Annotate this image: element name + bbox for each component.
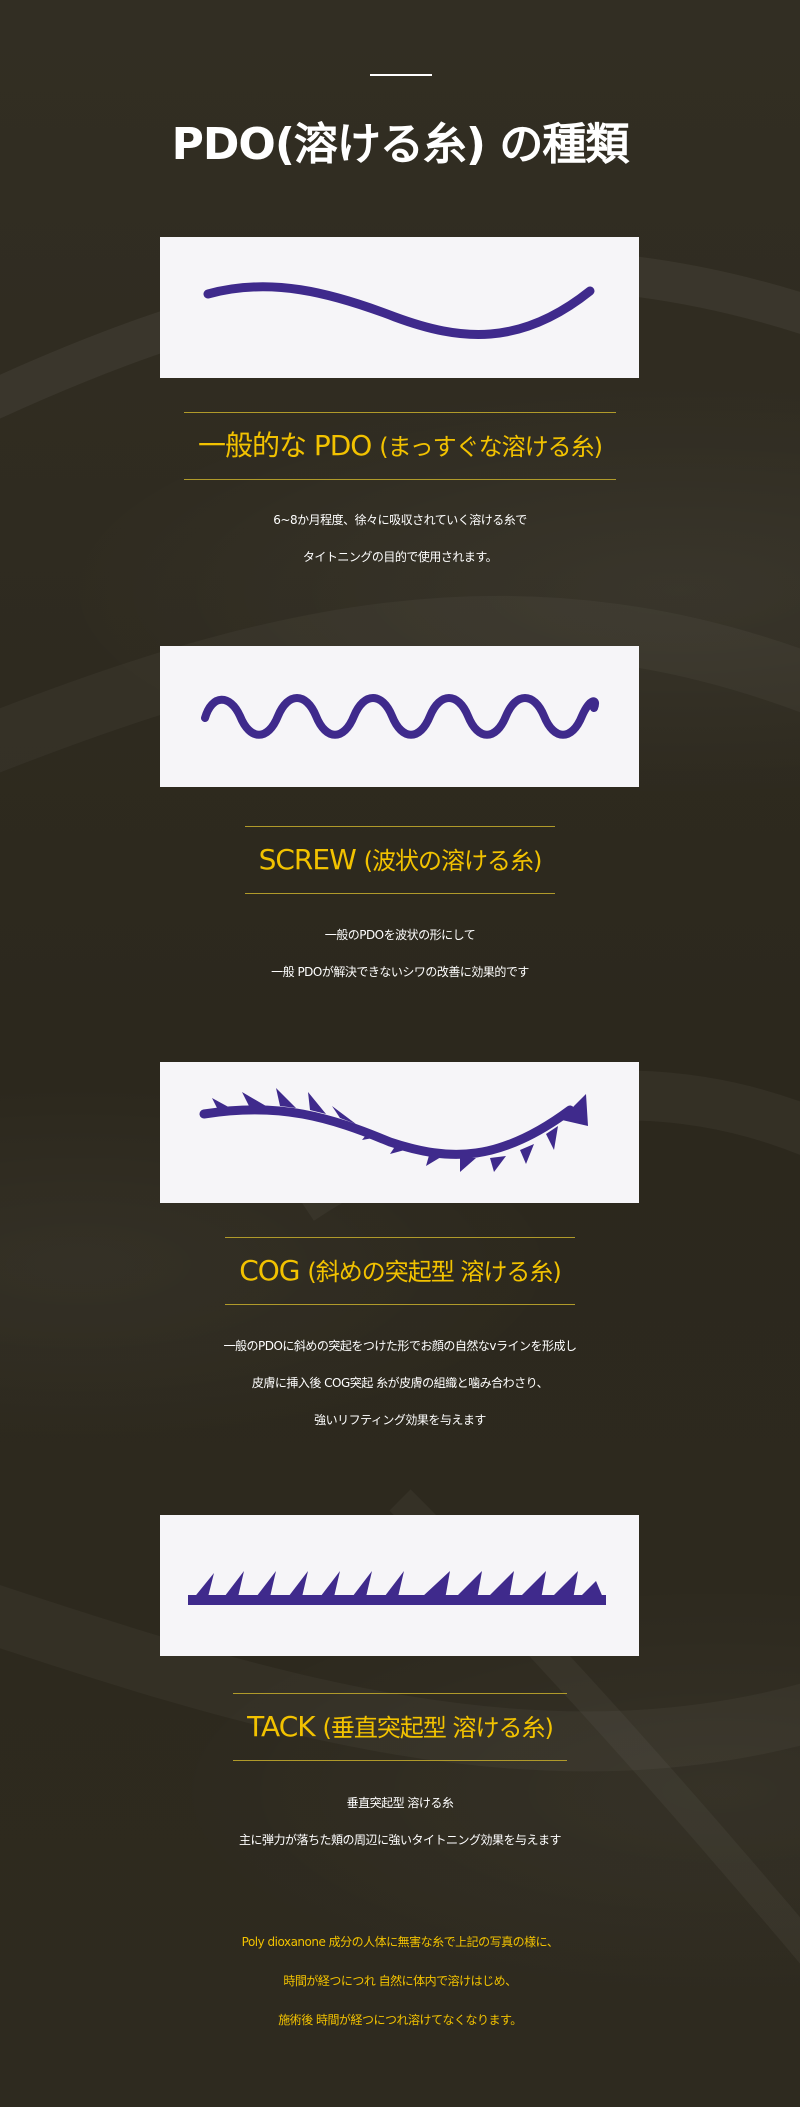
desc-line: 垂直突起型 溶ける糸 xyxy=(346,1796,454,1810)
thread-card-smooth xyxy=(160,237,639,378)
section-subname: (垂直突起型 溶ける糸) xyxy=(322,1714,554,1742)
section-subname: (波状の溶ける糸) xyxy=(363,847,543,875)
footnote-line: 時間が経つにつれ 自然に体内で溶けはじめ、 xyxy=(283,1974,517,1988)
screw-thread-icon xyxy=(201,694,599,739)
section-name: TACK xyxy=(247,1710,316,1743)
thread-card-screw xyxy=(160,646,639,787)
desc-line: タイトニングの目的で使用されます。 xyxy=(302,550,498,564)
thread-card-tack xyxy=(160,1515,639,1656)
desc-line: 主に弾力が落ちた頬の周辺に強いタイトニング効果を与えます xyxy=(238,1833,562,1847)
smooth-thread-icon xyxy=(203,282,595,339)
section-name: SCREW xyxy=(258,843,357,876)
desc-line: 強いリフティング効果を与えます xyxy=(314,1413,486,1427)
section-desc-cog: 一般のPDOに斜めの突起をつけた形でお顔の自然なvラインを形成し 皮膚に挿入後 … xyxy=(0,1328,800,1439)
section-desc-screw: 一般のPDOを波状の形にして 一般 PDOが解決できないシワの改善に効果的です xyxy=(0,917,800,991)
desc-line: 皮膚に挿入後 COG突起 糸が皮膚の組織と噛み合わさり、 xyxy=(251,1376,549,1390)
footnote: Poly dioxanone 成分の人体に無害な糸で上記の写真の様に、 時間が経… xyxy=(0,1923,800,2040)
page-title: PDO(溶ける糸) の種類 xyxy=(171,119,630,170)
section-subname: (斜めの突起型 溶ける糸) xyxy=(307,1258,561,1286)
desc-line: 一般のPDOを波状の形にして xyxy=(324,928,476,942)
footnote-line: Poly dioxanone 成分の人体に無害な糸で上記の写真の様に、 xyxy=(241,1935,559,1949)
tack-thread-icon xyxy=(188,1571,606,1605)
section-name: 一般的な PDO xyxy=(197,429,372,462)
desc-line: 6~8か月程度、徐々に吸収されていく溶ける糸で xyxy=(273,513,527,527)
section-label-cog: COG (斜めの突起型 溶ける糸) xyxy=(0,1237,800,1305)
section-name: COG xyxy=(239,1254,300,1287)
desc-line: 一般 PDOが解決できないシワの改善に効果的です xyxy=(271,965,529,979)
section-label-screw: SCREW (波状の溶ける糸) xyxy=(0,826,800,894)
desc-line: 一般のPDOに斜めの突起をつけた形でお顔の自然なvラインを形成し xyxy=(223,1339,577,1353)
thread-card-cog xyxy=(160,1062,639,1203)
title-rule xyxy=(370,74,432,76)
section-label-tack: TACK (垂直突起型 溶ける糸) xyxy=(0,1693,800,1761)
section-desc-smooth: 6~8か月程度、徐々に吸収されていく溶ける糸で タイトニングの目的で使用されます… xyxy=(0,502,800,576)
section-subname: (まっすぐな溶ける糸) xyxy=(379,433,603,461)
cog-thread-icon xyxy=(199,1088,588,1172)
section-label-smooth: 一般的な PDO (まっすぐな溶ける糸) xyxy=(0,412,800,480)
section-desc-tack: 垂直突起型 溶ける糸 主に弾力が落ちた頬の周辺に強いタイトニング効果を与えます xyxy=(0,1785,800,1859)
footnote-line: 施術後 時間が経つにつれ溶けてなくなります。 xyxy=(278,2013,522,2027)
